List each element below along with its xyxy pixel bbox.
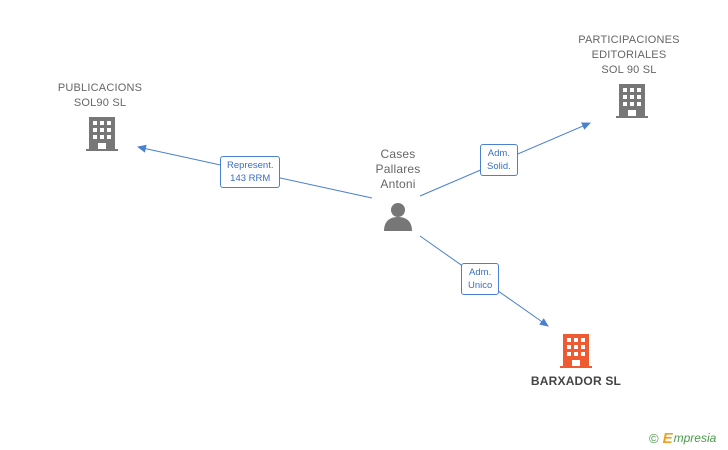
- node-label-barxador[interactable]: BARXADOR SL: [516, 374, 636, 389]
- edge-label-line: Represent.: [227, 160, 274, 171]
- edge-label-line: Adm.: [487, 148, 510, 159]
- edge-label-line: 143 RRM: [230, 173, 271, 184]
- node-label-line: BARXADOR SL: [530, 374, 622, 388]
- node-label-person: Cases Pallares Antoni: [352, 147, 444, 192]
- edge-label-solid: Adm. Solid.: [480, 144, 518, 176]
- brand-logo-initial: E: [662, 429, 673, 447]
- building-icon[interactable]: [86, 117, 118, 151]
- node-label-line: PUBLICACIONS: [57, 82, 143, 94]
- brand-logo-text: mpresia: [673, 431, 717, 445]
- node-label-publicacions: PUBLICACIONS SOL90 SL: [40, 81, 160, 111]
- edge-label-line: Solid.: [487, 161, 511, 172]
- node-label-line: SOL90 SL: [73, 97, 127, 109]
- edge-label-unico: Adm. Unico: [461, 263, 500, 295]
- footer-branding: © E mpresia: [649, 429, 716, 447]
- node-label-line: SOL 90 SL: [601, 64, 657, 76]
- person-icon[interactable]: [383, 201, 413, 231]
- copyright-symbol: ©: [649, 430, 659, 446]
- building-icon[interactable]: [616, 84, 648, 118]
- node-label-line: Pallares: [375, 162, 421, 176]
- node-label-line: PARTICIPACIONES: [578, 34, 680, 46]
- node-label-line: Cases: [380, 147, 416, 161]
- node-label-line: Antoni: [380, 177, 416, 191]
- edge-label-line: Unico: [468, 280, 493, 291]
- edge-label-represent: Represent. 143 RRM: [220, 156, 281, 188]
- node-label-participaciones: PARTICIPACIONES EDITORIALES SOL 90 SL: [560, 33, 698, 78]
- building-icon[interactable]: [560, 334, 592, 368]
- edge-label-line: Adm.: [469, 267, 492, 278]
- node-label-line: EDITORIALES: [591, 49, 667, 61]
